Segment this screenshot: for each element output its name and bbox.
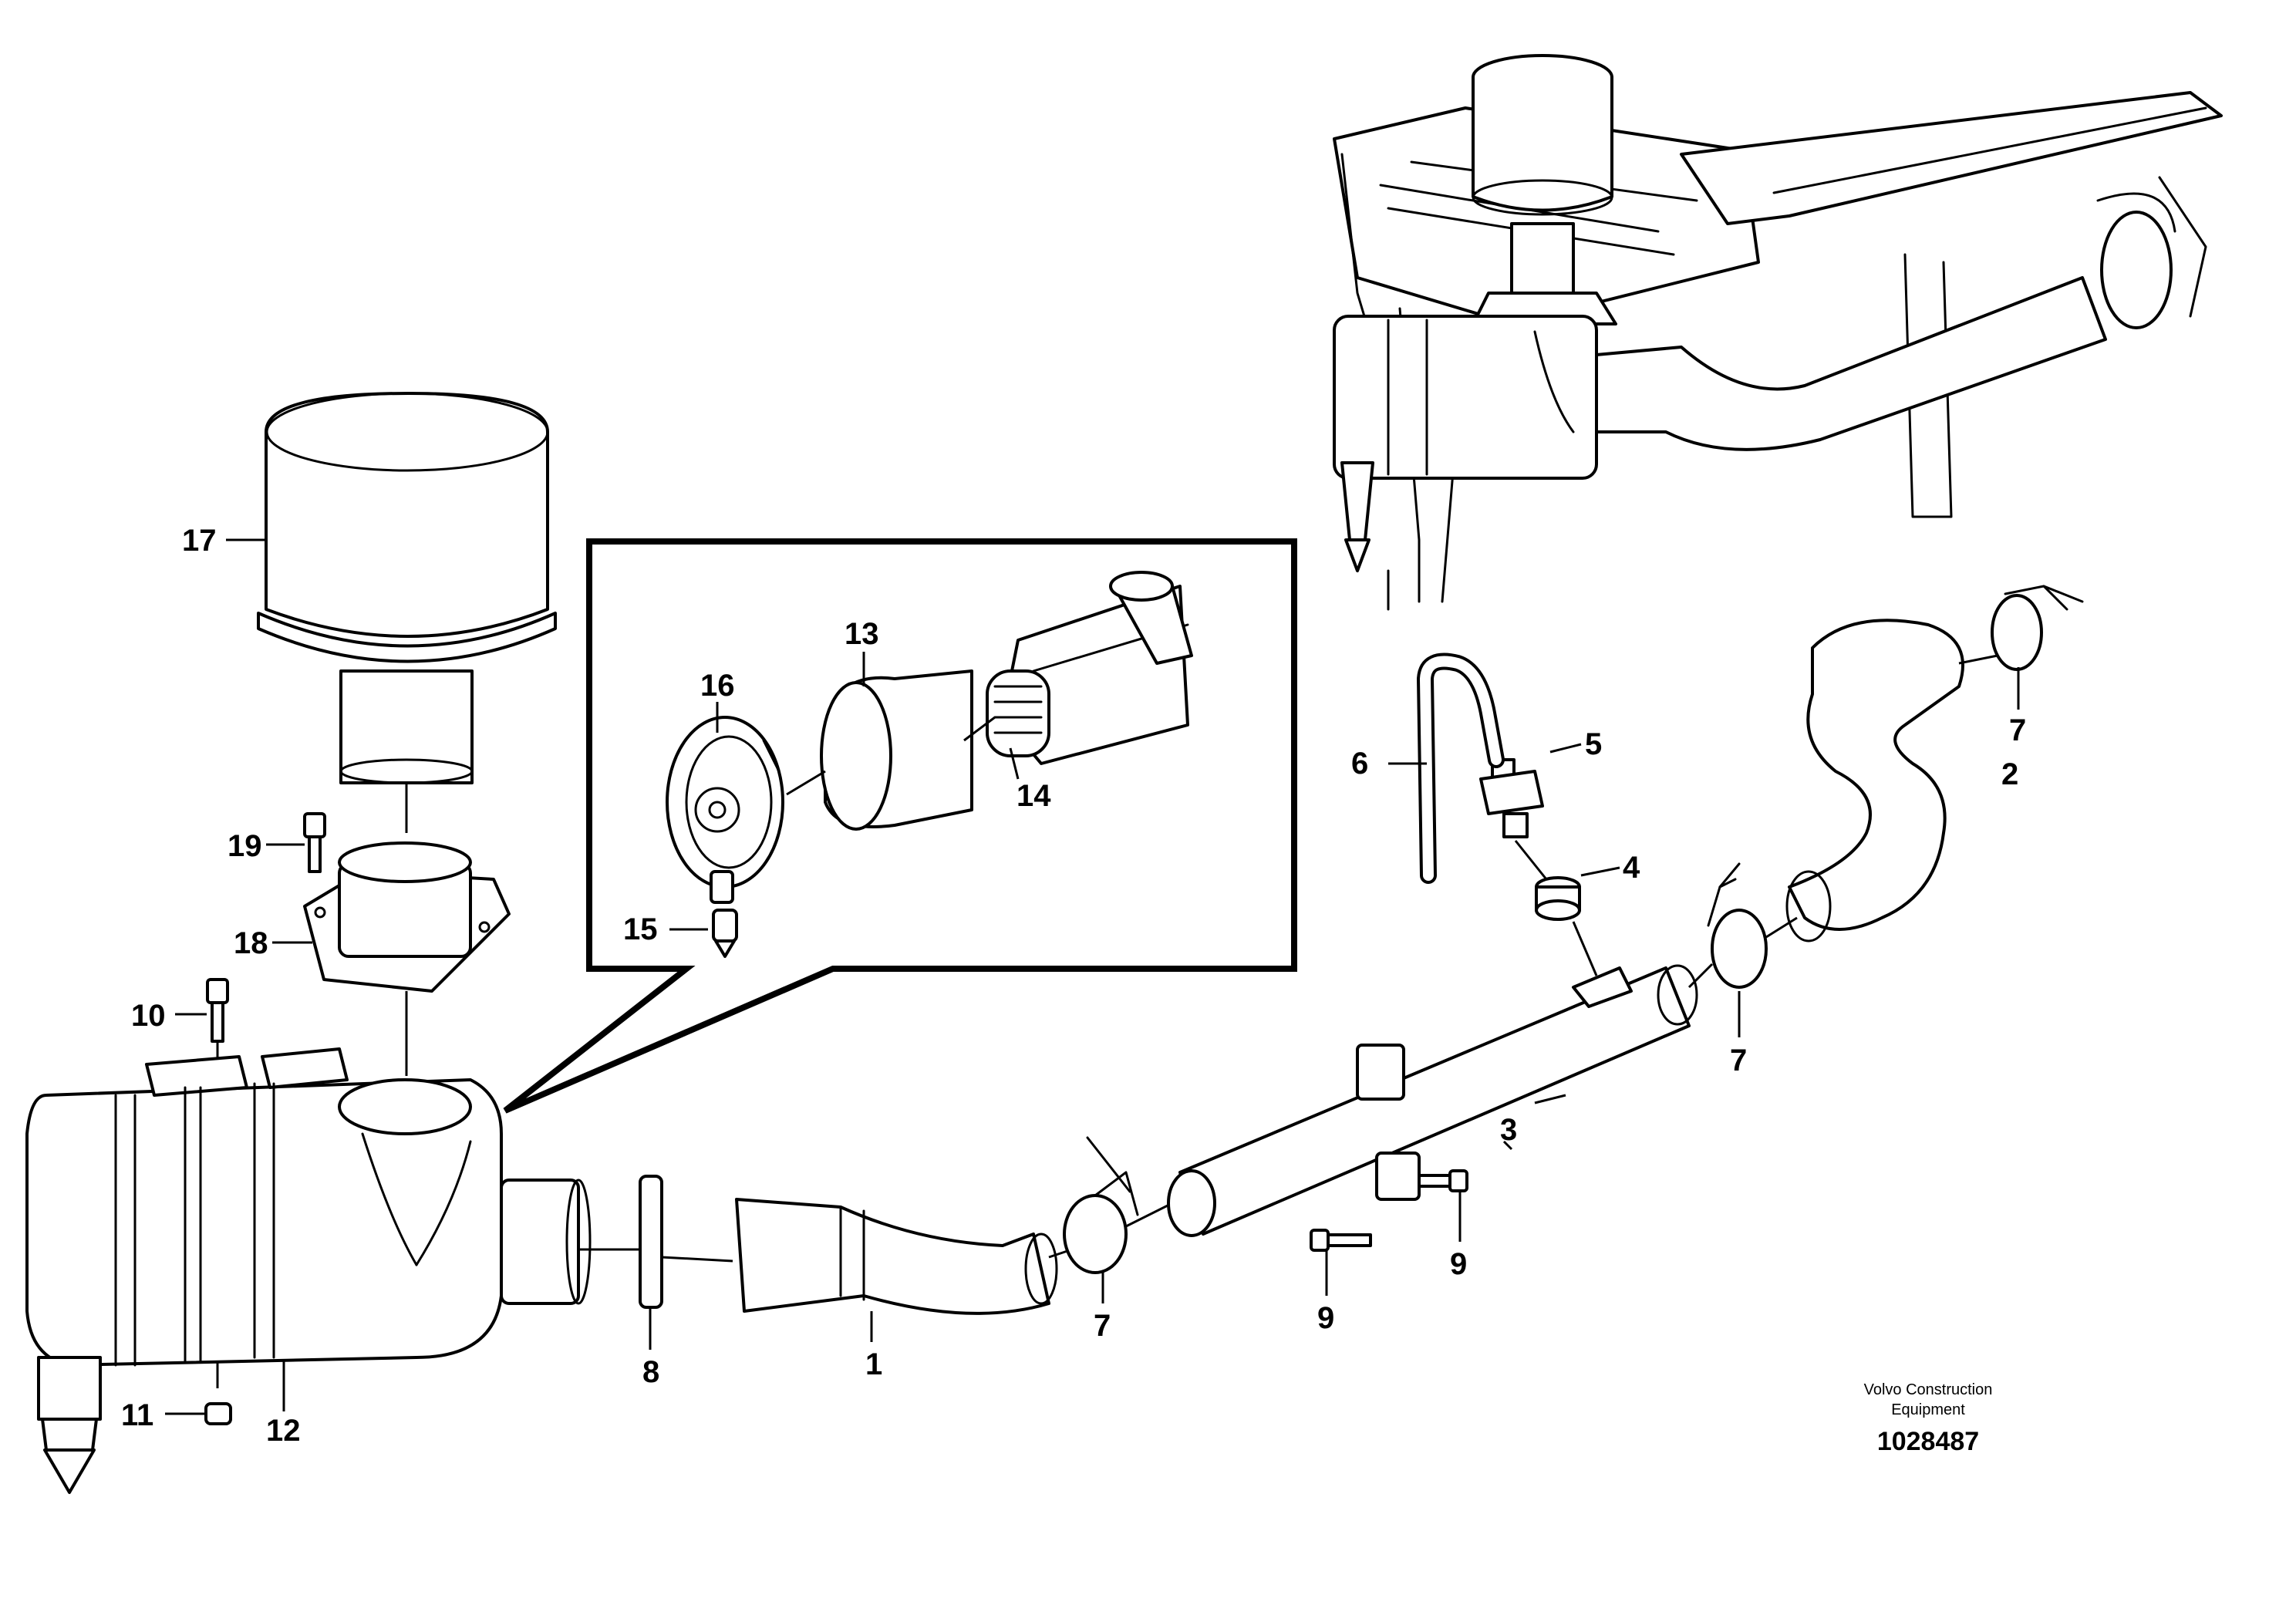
callout-10: 10 bbox=[131, 999, 166, 1033]
callout-13: 13 bbox=[845, 617, 879, 651]
nut-11 bbox=[204, 1402, 232, 1425]
callout-1: 1 bbox=[865, 1347, 882, 1381]
callout-17: 17 bbox=[182, 524, 217, 558]
gasket-8 bbox=[578, 1175, 733, 1309]
callout-9-lower: 9 bbox=[1317, 1301, 1334, 1335]
bolt-19 bbox=[303, 812, 326, 873]
callout-7-left: 7 bbox=[1094, 1309, 1111, 1343]
overview-filter-housing bbox=[1333, 315, 1598, 572]
manufacturer-name-line2: Equipment bbox=[1891, 1401, 1965, 1418]
filter-element-inner bbox=[986, 571, 1193, 765]
callout-5: 5 bbox=[1585, 727, 1602, 761]
callout-2: 2 bbox=[2001, 757, 2018, 791]
machine-overview bbox=[1333, 54, 2223, 611]
callout-7-mid: 7 bbox=[1730, 1044, 1747, 1077]
callout-18: 18 bbox=[234, 926, 268, 960]
grommet-4 bbox=[1535, 876, 1598, 976]
indicator-5 bbox=[1479, 758, 1548, 880]
callout-8: 8 bbox=[642, 1355, 659, 1389]
hose-6 bbox=[1417, 653, 1505, 884]
callout-11: 11 bbox=[121, 1398, 153, 1432]
hose-1 bbox=[735, 1198, 1073, 1315]
clamp-7-left bbox=[1063, 1136, 1173, 1274]
hose-2 bbox=[1785, 619, 1998, 943]
callout-6: 6 bbox=[1351, 747, 1368, 781]
callout-14: 14 bbox=[1017, 779, 1051, 813]
overview-prefilter bbox=[1472, 54, 1617, 325]
clamp-7-mid bbox=[1687, 862, 1798, 989]
callout-19: 19 bbox=[228, 829, 262, 863]
prefilter-17 bbox=[257, 392, 557, 833]
detail-inset: 13 14 16 15 bbox=[503, 538, 1297, 1114]
callout-12: 12 bbox=[266, 1414, 301, 1448]
bolt-9-upper bbox=[1418, 1169, 1468, 1192]
callout-9-upper: 9 bbox=[1450, 1247, 1467, 1281]
callout-7-right: 7 bbox=[2009, 713, 2026, 747]
document-number: 1028487 bbox=[1877, 1427, 1979, 1456]
callout-15: 15 bbox=[623, 912, 658, 946]
callout-4: 4 bbox=[1623, 851, 1640, 885]
adapter-18 bbox=[303, 841, 511, 1076]
callout-16: 16 bbox=[700, 669, 735, 703]
air-filter-housing-12 bbox=[25, 1047, 592, 1494]
tube-3 bbox=[1167, 964, 1698, 1237]
filter-cover bbox=[666, 716, 784, 958]
bolt-9-lower bbox=[1310, 1229, 1372, 1252]
manufacturer-name: Volvo Construction bbox=[1864, 1381, 1993, 1398]
overview-intake-pipe bbox=[1595, 192, 2176, 451]
callout-3: 3 bbox=[1500, 1113, 1517, 1147]
filter-element-main bbox=[820, 669, 973, 831]
clamp-7-right bbox=[1991, 585, 2084, 671]
